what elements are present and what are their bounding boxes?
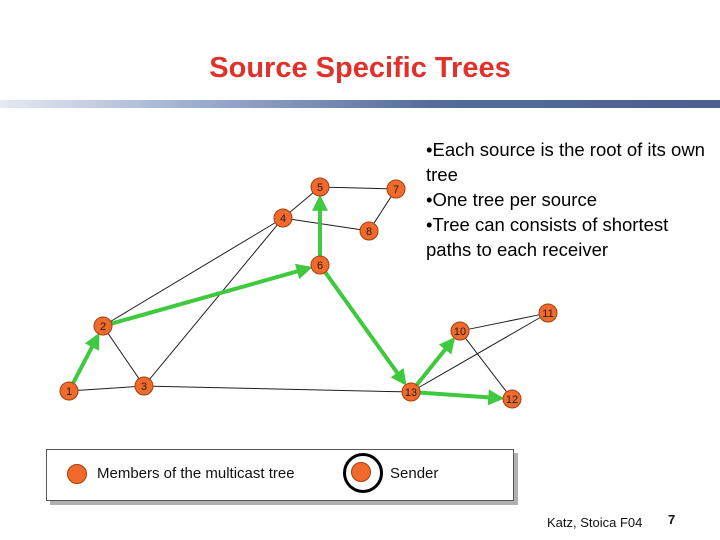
node-label: 2 — [100, 321, 106, 333]
node-2: 2 — [93, 316, 113, 336]
node-label: 4 — [280, 213, 286, 225]
node-circle — [401, 382, 421, 402]
legend-box: Members of the multicast tree Sender — [46, 449, 514, 501]
link-edge — [291, 218, 361, 231]
bullet-item: •Each source is the root of its own tree — [426, 139, 705, 185]
node-circle — [273, 208, 293, 228]
node-circle — [310, 255, 330, 275]
node-label: 6 — [317, 260, 323, 272]
node-5: 5 — [310, 177, 330, 197]
tree-edges — [71, 194, 505, 406]
page-number: 7 — [668, 512, 676, 527]
node-label: 13 — [405, 387, 417, 399]
slide-title: Source Specific Trees — [209, 52, 511, 84]
node-circle — [59, 381, 79, 401]
tree-edge-arrow — [419, 389, 505, 406]
node-circle — [359, 221, 379, 241]
node-6: 6 — [310, 255, 330, 275]
link-edge — [465, 337, 507, 393]
node-10: 10 — [450, 321, 470, 341]
node-1: 1 — [59, 381, 79, 401]
link-edge — [107, 333, 140, 379]
tree-edge-arrow — [415, 337, 456, 387]
node-circle — [93, 316, 113, 336]
sender-ring-swatch — [343, 453, 383, 493]
node-circle — [134, 376, 154, 396]
node-circle — [538, 303, 558, 323]
bullet-item: •One tree per source — [426, 189, 598, 210]
tree-edge-arrow — [111, 263, 313, 326]
title-rule — [0, 100, 720, 108]
node-circle — [502, 389, 522, 409]
node-label: 7 — [393, 184, 399, 196]
node-13: 13 — [401, 382, 421, 402]
node-12: 12 — [502, 389, 522, 409]
sender-node-swatch — [351, 462, 371, 482]
node-4: 4 — [273, 208, 293, 228]
plain-edges — [77, 186, 541, 393]
node-label: 8 — [366, 226, 372, 238]
tree-edge-arrow — [323, 271, 407, 386]
legend-members-label: Members of the multicast tree — [97, 465, 295, 482]
link-edge — [373, 196, 392, 224]
node-circle — [310, 177, 330, 197]
node-label: 3 — [141, 381, 147, 393]
node-8: 8 — [359, 221, 379, 241]
node-3: 3 — [134, 376, 154, 396]
node-label: 10 — [454, 326, 466, 338]
link-edge — [152, 385, 403, 393]
node-circle — [386, 179, 406, 199]
node-circle — [450, 321, 470, 341]
node-7: 7 — [386, 179, 406, 199]
member-node-swatch — [67, 464, 87, 484]
link-edge — [110, 222, 276, 322]
node-label: 11 — [542, 308, 553, 320]
bullet-list: •Each source is the root of its own tree… — [426, 137, 716, 262]
node-label: 5 — [317, 182, 323, 194]
link-edge — [468, 314, 540, 330]
link-edge — [289, 192, 314, 213]
tree-edge-arrow — [71, 332, 100, 384]
footer-credit: Katz, Stoica F04 — [547, 515, 643, 530]
node-11: 11 — [538, 303, 558, 323]
link-edge — [77, 386, 136, 391]
link-edge — [328, 186, 388, 190]
bullet-item: •Tree can consists of shortest paths to … — [426, 214, 669, 260]
node-label: 12 — [506, 394, 518, 406]
legend-sender-label: Sender — [390, 465, 439, 482]
node-label: 1 — [66, 386, 72, 398]
link-edge — [149, 224, 278, 380]
link-edge — [418, 317, 541, 388]
